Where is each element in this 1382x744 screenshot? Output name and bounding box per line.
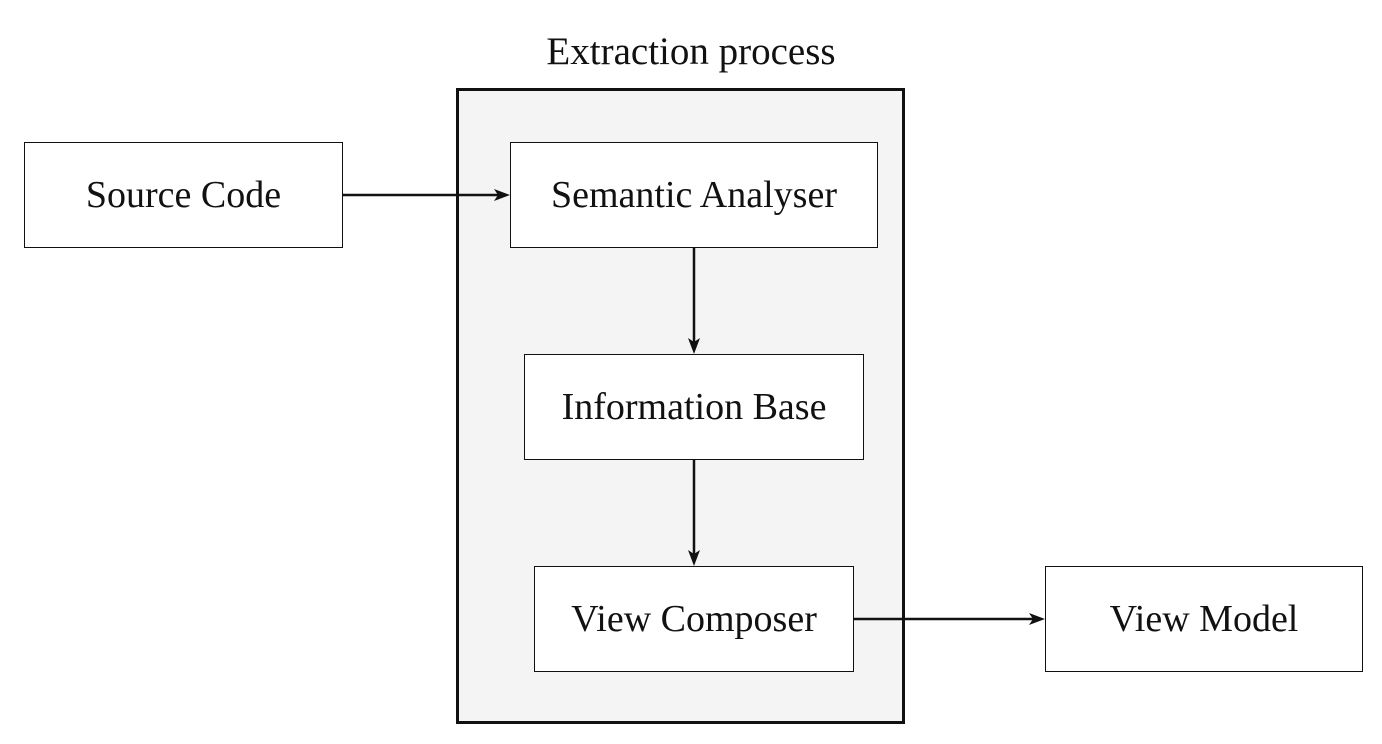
view-composer-node: View Composer <box>534 566 854 672</box>
extraction-process-title: Extraction process <box>546 30 836 73</box>
semantic-analyser-node: Semantic Analyser <box>510 142 878 248</box>
information-base-label: Information Base <box>561 386 827 428</box>
view-model-label: View Model <box>1109 598 1299 640</box>
view-composer-label: View Composer <box>571 598 817 640</box>
view-model-node: View Model <box>1045 566 1363 672</box>
source-code-node: Source Code <box>24 142 343 248</box>
information-base-node: Information Base <box>524 354 864 460</box>
source-code-label: Source Code <box>85 174 282 216</box>
semantic-analyser-label: Semantic Analyser <box>551 174 837 216</box>
